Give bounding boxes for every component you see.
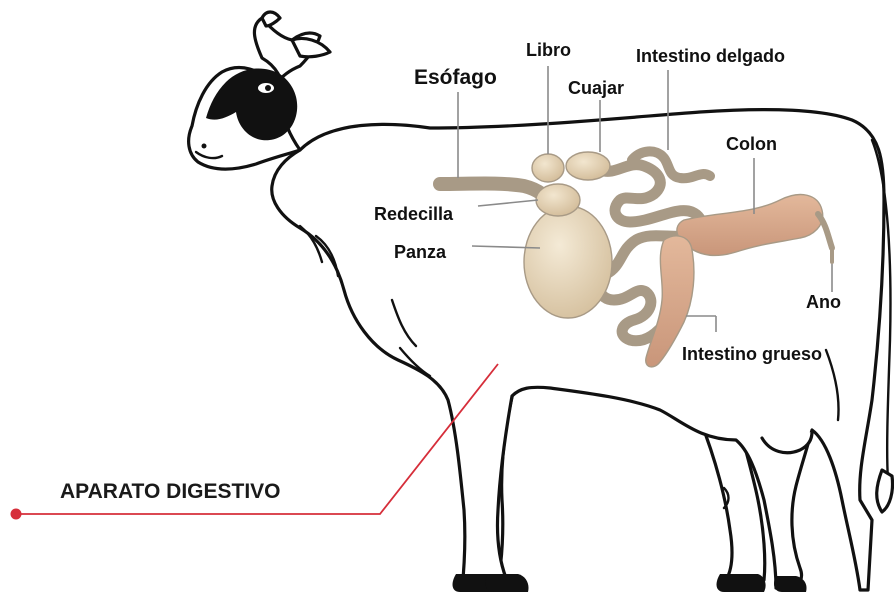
label-esofago: Esófago — [414, 66, 497, 89]
horn — [262, 12, 280, 26]
label-panza: Panza — [394, 242, 447, 262]
pupil — [265, 85, 271, 91]
panza-organ — [524, 206, 612, 318]
hoof-hind-far — [717, 574, 766, 592]
label-libro: Libro — [526, 40, 571, 60]
cuajar-organ — [566, 152, 610, 180]
label-redecilla: Redecilla — [374, 204, 454, 224]
label-ano: Ano — [806, 292, 841, 312]
title-callout: APARATO DIGESTIVO — [11, 364, 499, 520]
redecilla-organ — [536, 184, 580, 216]
tail-tuft — [877, 470, 893, 512]
libro-organ — [532, 154, 564, 182]
ear — [292, 39, 330, 57]
nostril — [202, 144, 207, 149]
hoof-front-near — [485, 574, 528, 592]
label-intestino-grueso: Intestino grueso — [682, 344, 822, 364]
diagram-title: APARATO DIGESTIVO — [60, 480, 281, 503]
esophagus-inner — [440, 184, 524, 187]
callout-dot — [11, 509, 22, 520]
label-colon: Colon — [726, 134, 777, 154]
label-intestino-delgado: Intestino delgado — [636, 46, 785, 66]
label-cuajar: Cuajar — [568, 78, 624, 98]
